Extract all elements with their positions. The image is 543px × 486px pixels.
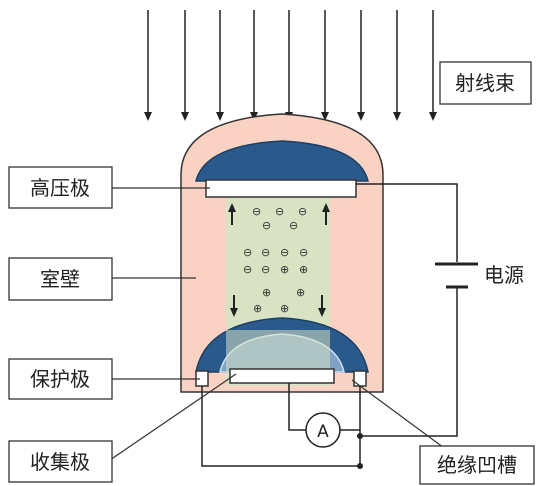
drift-arrowhead — [230, 308, 238, 317]
beam-label-box — [439, 61, 532, 105]
wire-battery-to-bottom — [360, 288, 458, 437]
wire-collector-to-ammeter — [288, 383, 306, 431]
beam-arrowhead — [216, 112, 224, 121]
collecting-electrode — [229, 368, 335, 384]
positive-ion: ⊕ — [296, 286, 305, 299]
negative-ion: ⊖ — [289, 219, 298, 232]
leader-collecting — [109, 373, 237, 461]
high-voltage-label-box — [8, 166, 113, 209]
drift-arrows — [228, 203, 330, 317]
groove-label: 绝缘凹槽 — [437, 453, 517, 477]
high-voltage-dome — [195, 140, 369, 182]
high-voltage-electrode — [205, 179, 357, 198]
positive-ions: ⊕ ⊕ ⊕ ⊕ ⊕ ⊕ — [253, 263, 308, 315]
high-voltage-label: 高压极 — [30, 176, 90, 200]
ammeter-symbol — [305, 412, 341, 448]
negative-ion: ⊖ — [261, 263, 270, 276]
drift-arrowhead — [228, 203, 236, 212]
wire-left-guard — [201, 386, 360, 467]
collecting-label-box — [8, 440, 113, 483]
leader-groove — [351, 379, 456, 457]
guard-label-box — [8, 358, 113, 400]
positive-ion: ⊕ — [280, 263, 289, 276]
negative-ion: ⊖ — [261, 246, 270, 259]
negative-ion: ⊖ — [243, 263, 252, 276]
junction-dot — [357, 433, 363, 439]
wire-hv-to-battery — [356, 183, 458, 262]
positive-ion: ⊕ — [262, 286, 271, 299]
circuit-wires — [201, 183, 458, 467]
positive-ion: ⊕ — [299, 263, 308, 276]
beam-arrowhead — [393, 112, 401, 121]
positive-ion: ⊕ — [280, 302, 289, 315]
negative-ion: ⊖ — [275, 205, 284, 218]
positive-ion: ⊕ — [253, 302, 262, 315]
chamber-wall-label-box — [8, 257, 113, 301]
guard-electrode-right — [353, 370, 367, 387]
negative-ion: ⊖ — [280, 246, 289, 259]
beam-arrowhead — [321, 112, 329, 121]
junction-dot — [357, 463, 363, 469]
beam-arrowhead — [429, 112, 437, 121]
drift-arrowhead — [322, 203, 330, 212]
chamber-wall-label: 室壁 — [40, 267, 80, 291]
beam-arrowhead — [144, 112, 152, 121]
negative-ion: ⊖ — [262, 219, 271, 232]
guard-label: 保护极 — [30, 367, 90, 391]
beam-arrowhead — [181, 112, 189, 121]
power-supply-label: 电源 — [484, 263, 524, 287]
battery-symbol — [435, 262, 478, 289]
drift-arrowhead — [318, 308, 326, 317]
negative-ion: ⊖ — [298, 205, 307, 218]
leader-lines — [109, 187, 456, 461]
ammeter-label: A — [317, 422, 329, 442]
negative-ion: ⊖ — [243, 246, 252, 259]
negative-ion: ⊖ — [252, 205, 261, 218]
negative-ion: ⊖ — [299, 246, 308, 259]
groove-label-box — [419, 445, 535, 485]
beam-arrows — [147, 10, 434, 115]
beam-arrowhead — [357, 112, 365, 121]
beam-label: 射线束 — [455, 71, 515, 95]
negative-ions: ⊖ ⊖ ⊖ ⊖ ⊖ ⊖ ⊖ ⊖ ⊖ ⊖ ⊖ — [243, 205, 308, 276]
collecting-label: 收集极 — [30, 450, 90, 474]
